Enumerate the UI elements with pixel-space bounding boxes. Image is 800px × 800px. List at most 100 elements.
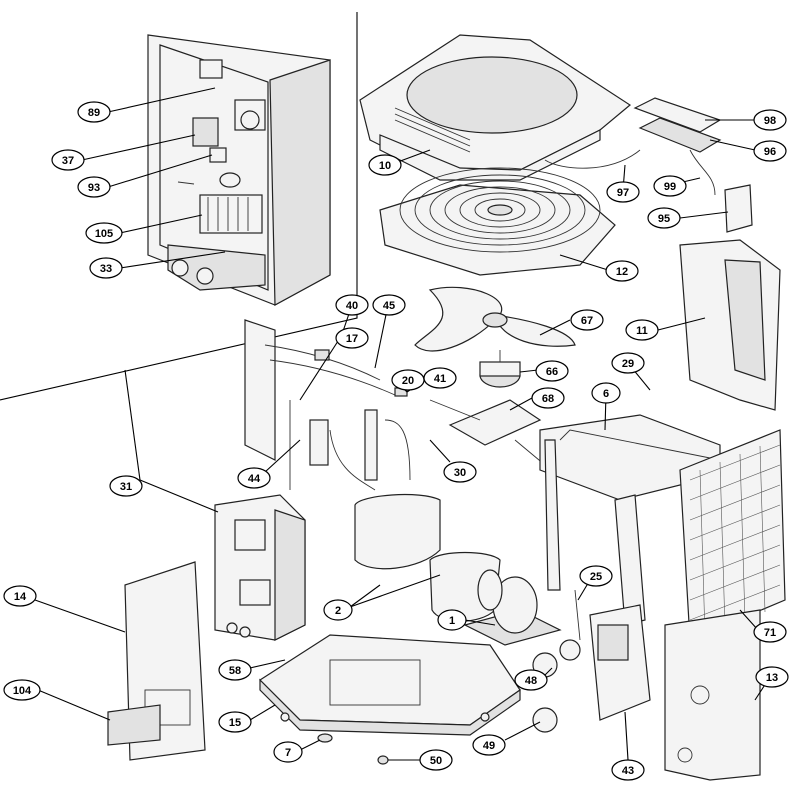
callout-label: 14 — [14, 591, 27, 603]
callout-label: 71 — [764, 627, 776, 639]
callout-49: 49 — [472, 734, 506, 756]
callout-44: 44 — [237, 467, 271, 489]
callout-17: 17 — [335, 327, 369, 349]
callout-41: 41 — [423, 367, 457, 389]
callout-label: 96 — [764, 146, 776, 158]
heat-exchanger — [532, 589, 651, 733]
callout-label: 33 — [100, 263, 112, 275]
top-cover — [359, 34, 632, 181]
callout-31: 31 — [109, 475, 143, 497]
base-pan — [259, 634, 521, 736]
callout-97: 97 — [606, 181, 640, 203]
callout-label: 11 — [636, 325, 648, 337]
callout-label: 31 — [120, 481, 132, 493]
callout-104: 104 — [3, 679, 41, 701]
callout-93: 93 — [77, 176, 111, 198]
callout-label: 89 — [88, 107, 100, 119]
callout-95: 95 — [647, 207, 681, 229]
callout-label: 6 — [603, 388, 609, 400]
callout-45: 45 — [372, 294, 406, 316]
callout-33: 33 — [89, 257, 123, 279]
callout-66: 66 — [535, 360, 569, 382]
callout-label: 15 — [229, 717, 241, 729]
callout-98: 98 — [753, 109, 787, 131]
motor-bracket — [429, 399, 546, 466]
callout-label: 93 — [88, 182, 100, 194]
electrical-box — [214, 494, 306, 641]
callout-label: 95 — [658, 213, 670, 225]
callout-label: 10 — [379, 160, 391, 172]
callout-11: 11 — [625, 319, 659, 341]
callout-67: 67 — [570, 309, 604, 331]
wire-grille — [679, 429, 786, 641]
callout-label: 7 — [285, 747, 291, 759]
callout-label: 50 — [430, 755, 442, 767]
callout-7: 7 — [273, 741, 303, 763]
callout-label: 25 — [590, 571, 602, 583]
callout-label: 40 — [346, 300, 358, 312]
callout-label: 43 — [622, 765, 634, 777]
callout-label: 58 — [229, 665, 241, 677]
callout-label: 67 — [581, 315, 593, 327]
compressor-jacket — [354, 493, 501, 622]
fan-motor — [479, 350, 521, 388]
callout-label: 48 — [525, 675, 537, 687]
callout-label: 30 — [454, 467, 466, 479]
refrigerant-piping — [244, 319, 411, 491]
callout-20: 20 — [391, 369, 425, 391]
callout-label: 41 — [434, 373, 446, 385]
control-box-inset — [147, 34, 331, 306]
callout-label: 20 — [402, 375, 414, 387]
small-fittings — [317, 733, 389, 765]
callout-label: 44 — [248, 473, 261, 485]
callout-30: 30 — [443, 461, 477, 483]
callout-58: 58 — [218, 659, 252, 681]
callout-1: 1 — [437, 609, 467, 631]
compressor — [463, 569, 562, 646]
callout-label: 98 — [764, 115, 776, 127]
callout-12: 12 — [605, 260, 639, 282]
inset-frame — [0, 12, 358, 401]
callout-label: 68 — [542, 393, 554, 405]
fan-blade — [414, 286, 576, 352]
front-panel-right — [664, 609, 761, 781]
callout-29: 29 — [611, 352, 645, 374]
callout-96: 96 — [753, 140, 787, 162]
leader-lines — [34, 87, 771, 761]
callout-label: 37 — [62, 155, 74, 167]
callout-label: 1 — [449, 615, 455, 627]
callout-48: 48 — [514, 669, 548, 691]
callout-71: 71 — [753, 621, 787, 643]
callout-label: 105 — [95, 228, 113, 240]
callout-label: 97 — [617, 187, 629, 199]
callout-89: 89 — [77, 101, 111, 123]
callout-label: 12 — [616, 266, 628, 278]
callout-68: 68 — [531, 387, 565, 409]
condenser-coil — [539, 414, 721, 626]
callout-50: 50 — [419, 749, 453, 771]
side-panel-right — [679, 239, 781, 411]
callout-label: 2 — [335, 605, 341, 617]
callout-43: 43 — [611, 759, 645, 781]
callout-label: 13 — [766, 672, 778, 684]
front-panel-left — [107, 561, 206, 761]
callout-105: 105 — [85, 222, 123, 244]
callout-37: 37 — [51, 149, 85, 171]
callout-label: 49 — [483, 740, 495, 752]
callout-99: 99 — [653, 175, 687, 197]
callout-label: 66 — [546, 366, 558, 378]
callouts: 89 37 93 105 33 10 98 96 97 99 95 12 11 … — [3, 101, 789, 781]
callout-label: 99 — [664, 181, 676, 193]
callout-13: 13 — [755, 666, 789, 688]
callout-25: 25 — [579, 565, 613, 587]
callout-10: 10 — [368, 154, 402, 176]
callout-6: 6 — [591, 382, 621, 404]
callout-2: 2 — [323, 599, 353, 621]
fan-guard — [379, 167, 616, 276]
callout-label: 104 — [13, 685, 32, 697]
callout-40: 40 — [335, 294, 369, 316]
callout-label: 17 — [346, 333, 358, 345]
callout-14: 14 — [3, 585, 37, 607]
callout-label: 45 — [383, 300, 395, 312]
